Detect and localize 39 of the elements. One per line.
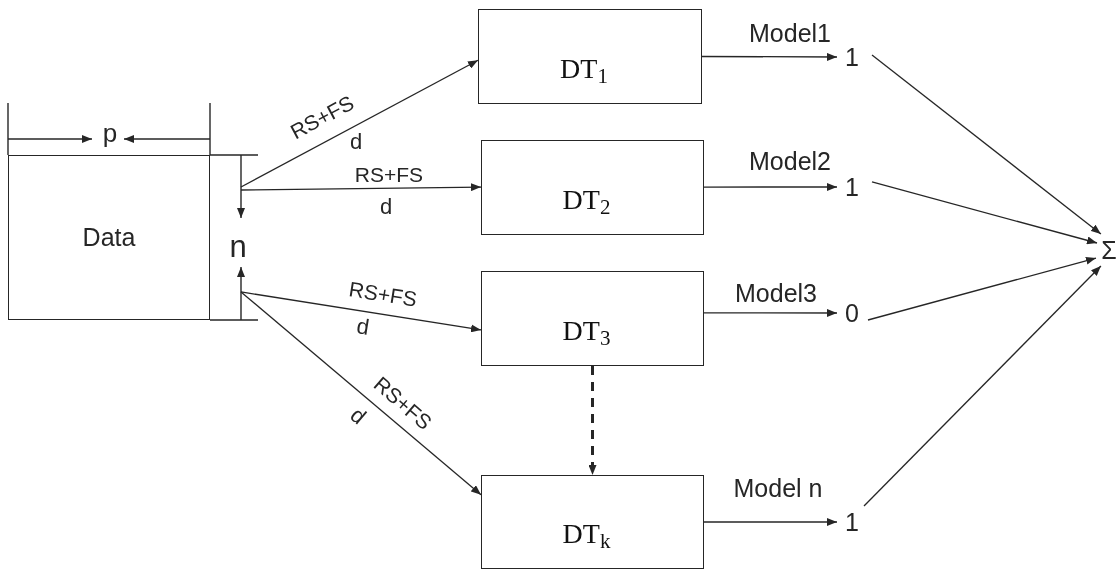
arrow xyxy=(703,518,838,526)
arrow xyxy=(240,291,482,496)
box-label: DT$_{3}$ xyxy=(562,316,611,345)
arrow xyxy=(240,59,479,188)
edge-label: Model1 xyxy=(749,20,831,46)
arrow xyxy=(240,183,482,192)
arrow xyxy=(867,256,1097,321)
arrow xyxy=(703,183,838,191)
box-label: DT$_{1}$ xyxy=(560,54,608,83)
arrow xyxy=(240,291,482,333)
process-box xyxy=(481,475,704,569)
dimension-label: n xyxy=(229,230,247,262)
output-value: 1 xyxy=(840,43,864,71)
process-box xyxy=(481,140,704,235)
process-box xyxy=(481,271,704,366)
box-label: DT$_{2}$ xyxy=(562,185,611,214)
arrow xyxy=(701,52,838,61)
box-label: DT$_{k}$ xyxy=(562,520,611,548)
parameter-label: d xyxy=(355,315,371,339)
output-value: 1 xyxy=(840,508,864,536)
parameter-label: d xyxy=(346,403,370,429)
process-box xyxy=(478,9,702,104)
box-label: Data xyxy=(82,225,136,250)
arrow xyxy=(863,265,1102,507)
edge-label: Model3 xyxy=(735,280,817,306)
sum-symbol: Σ xyxy=(1100,236,1118,264)
edge-label: RS+FS xyxy=(347,278,419,310)
dimension-label: p xyxy=(102,120,118,146)
edge-label: Model2 xyxy=(749,148,831,174)
dashed-arrow xyxy=(588,366,597,475)
data-table xyxy=(8,155,210,320)
arrow xyxy=(871,181,1098,245)
edge-label: RS+FS xyxy=(354,163,424,185)
parameter-label: d xyxy=(379,196,393,218)
arrow xyxy=(703,309,838,317)
output-value: 1 xyxy=(840,173,864,201)
arrow xyxy=(871,54,1102,235)
edge-label: Model n xyxy=(733,475,823,501)
output-value: 0 xyxy=(840,299,864,327)
